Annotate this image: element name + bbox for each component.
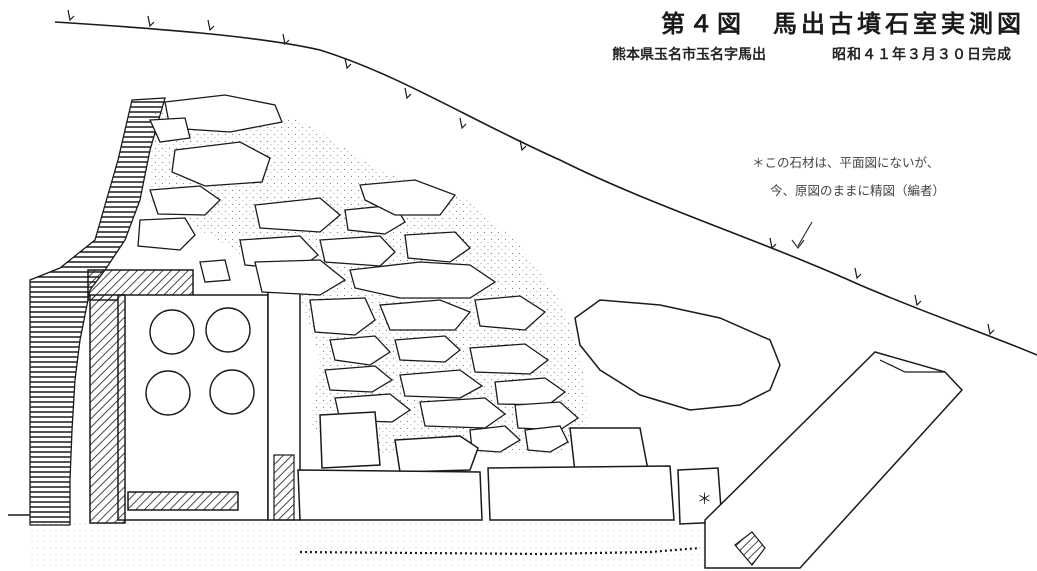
stone-slab-icon (254, 197, 342, 233)
stone-slab-icon (404, 231, 471, 263)
stone-slab-icon (524, 425, 569, 453)
mound-tick-marks (67, 9, 995, 336)
front-panel-stone (117, 294, 269, 521)
right-jamb-base (273, 454, 295, 521)
stone-slab-icon (379, 299, 472, 331)
stone-slab-icon (474, 295, 547, 331)
figure-title: 第４図 馬出古墳石室実測図 (661, 9, 1025, 38)
diagonal-slab-edge (879, 359, 945, 373)
stone-slab-icon (394, 335, 461, 363)
stone-slab-icon (324, 365, 394, 393)
stone-slab-icon (137, 217, 196, 251)
hatched-wall-icon (29, 97, 166, 526)
masonry-stones (137, 94, 580, 453)
circular-mark-icon (149, 309, 195, 355)
base-stones (297, 411, 723, 525)
stone-slab-icon (349, 261, 497, 299)
figure-completion-date: 昭和４１年３月３０日完成 (832, 47, 1012, 63)
circular-mark-icon (209, 369, 255, 415)
annotation-line-1: ＊この石材は、平面図にないが、 (752, 155, 940, 170)
annotation-line-2: 今、原図のままに精図（編者） (770, 183, 946, 198)
stone-slab-icon (149, 185, 222, 216)
arrow-icon (791, 221, 813, 249)
stone-slab-icon (254, 259, 347, 296)
floor-area (30, 520, 750, 568)
stone-slab-icon (359, 179, 457, 216)
figure-location: 熊本県玉名市玉名字馬出 (612, 47, 766, 63)
large-tilted-stone (574, 299, 781, 411)
pebble-line (299, 546, 701, 556)
stone-slab-icon (171, 141, 271, 187)
stone-slab-icon (469, 343, 550, 375)
stone-slab-icon (309, 297, 376, 336)
mound-surface-line (54, 21, 1037, 356)
annotation-marker: ＊ (697, 490, 713, 508)
stone-slab-icon (419, 397, 507, 429)
left-jamb (89, 294, 126, 524)
stone-slab-icon (329, 335, 392, 366)
diagonal-slab (704, 351, 964, 569)
circular-mark-icon (205, 307, 251, 353)
small-cut-stone (734, 531, 766, 566)
threshold-stone (127, 491, 239, 511)
circular-mark-icon (145, 370, 191, 416)
stone-slab-icon (149, 117, 191, 143)
stone-slab-icon (494, 377, 567, 406)
stone-slab-icon (319, 235, 396, 267)
stone-slab-icon (514, 401, 580, 431)
stone-slab-icon (199, 259, 231, 283)
stone-slab-icon (399, 369, 484, 399)
